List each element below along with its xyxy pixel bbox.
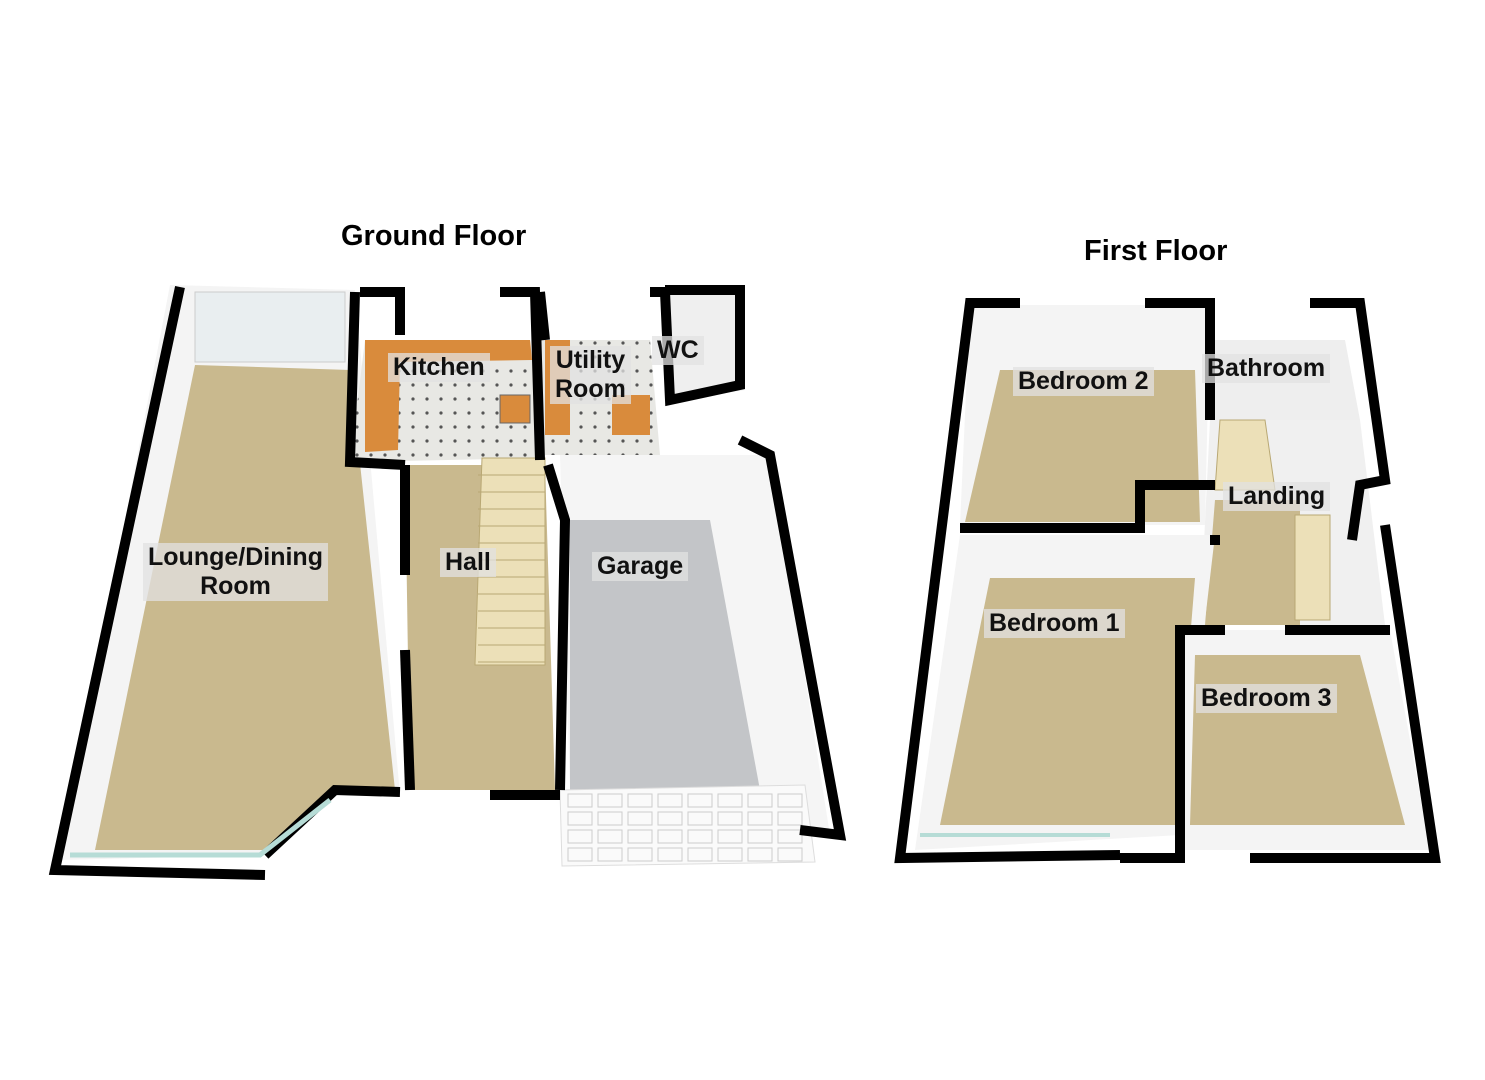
garage-door-panel: [717, 793, 743, 808]
garage-door-panel: [597, 811, 623, 826]
garage-door-panel: [657, 847, 683, 862]
garage-door-panel: [567, 811, 593, 826]
garage-door-panel: [777, 811, 803, 826]
first-floor-walls: [894, 298, 1441, 864]
bedroom1-floor: [940, 578, 1195, 825]
garage-door-panels: [567, 793, 803, 862]
ground-floor-title: Ground Floor: [341, 220, 527, 252]
garage-label: Garage: [592, 552, 689, 581]
garage-door-panel: [567, 829, 593, 844]
garage-door-panel: [627, 811, 653, 826]
hob: [499, 394, 531, 424]
lounge-patio-doors: [194, 291, 346, 363]
landing-stairs: [1214, 419, 1276, 491]
garage-door-panel: [627, 847, 653, 862]
garage-door-panel: [717, 847, 743, 862]
lounge-label-line2: Room: [200, 572, 271, 600]
bedroom2-label: Bedroom 2: [1013, 367, 1154, 396]
garage-door-panel: [687, 829, 713, 844]
ground-floor-walls: [48, 285, 847, 880]
garage-door-panel: [567, 793, 593, 808]
garage-door-panel: [567, 847, 593, 862]
garage-door-panel: [687, 847, 713, 862]
bedroom3-label: Bedroom 3: [1196, 684, 1337, 713]
stair-steps: [478, 474, 545, 663]
garage-door-panel: [777, 829, 803, 844]
garage-door-panel: [627, 793, 653, 808]
garage-door-panel: [747, 847, 773, 862]
landing-stairs-lower: [1294, 514, 1331, 621]
wc-label: WC: [652, 336, 704, 365]
garage-door-panel: [657, 829, 683, 844]
landing-label: Landing: [1223, 482, 1331, 511]
ground-floor-plan: [48, 285, 847, 880]
garage-door-panel: [747, 829, 773, 844]
first-floor-plan: [894, 298, 1441, 864]
garage-door-panel: [657, 793, 683, 808]
staircase: [474, 457, 546, 666]
kitchen-counter: [365, 340, 532, 452]
bathroom-label: Bathroom: [1202, 354, 1331, 383]
lounge-dining-room-label: Lounge/Dining Room: [143, 543, 328, 601]
garage-door-panel: [687, 793, 713, 808]
garage-door-panel: [777, 847, 803, 862]
garage-door-panel: [747, 811, 773, 826]
utility-label-line1: Utility: [555, 346, 626, 374]
garage-door-panel: [597, 793, 623, 808]
kitchen-label: Kitchen: [388, 353, 490, 382]
lounge-label-line1: Lounge/Dining: [148, 543, 323, 571]
lounge-bay-window: [70, 798, 332, 858]
first-floor-title: First Floor: [1084, 235, 1228, 267]
garage-door-panel: [747, 793, 773, 808]
utility-room-label: Utility Room: [550, 346, 631, 404]
hall-label: Hall: [440, 548, 496, 577]
garage-door-panel: [627, 829, 653, 844]
landing-carpet: [1205, 500, 1300, 625]
utility-label-line2: Room: [555, 375, 626, 403]
garage-door-panel: [777, 793, 803, 808]
lounge-floor: [95, 365, 395, 850]
garage-door-panel: [597, 829, 623, 844]
garage-door-panel: [687, 811, 713, 826]
garage-floor: [570, 520, 760, 790]
garage-door-panel: [657, 811, 683, 826]
garage-door-panel: [717, 829, 743, 844]
garage-door-panel: [597, 847, 623, 862]
wc-floor: [668, 295, 745, 400]
garage-door-panel: [717, 811, 743, 826]
bedroom1-label: Bedroom 1: [984, 609, 1125, 638]
